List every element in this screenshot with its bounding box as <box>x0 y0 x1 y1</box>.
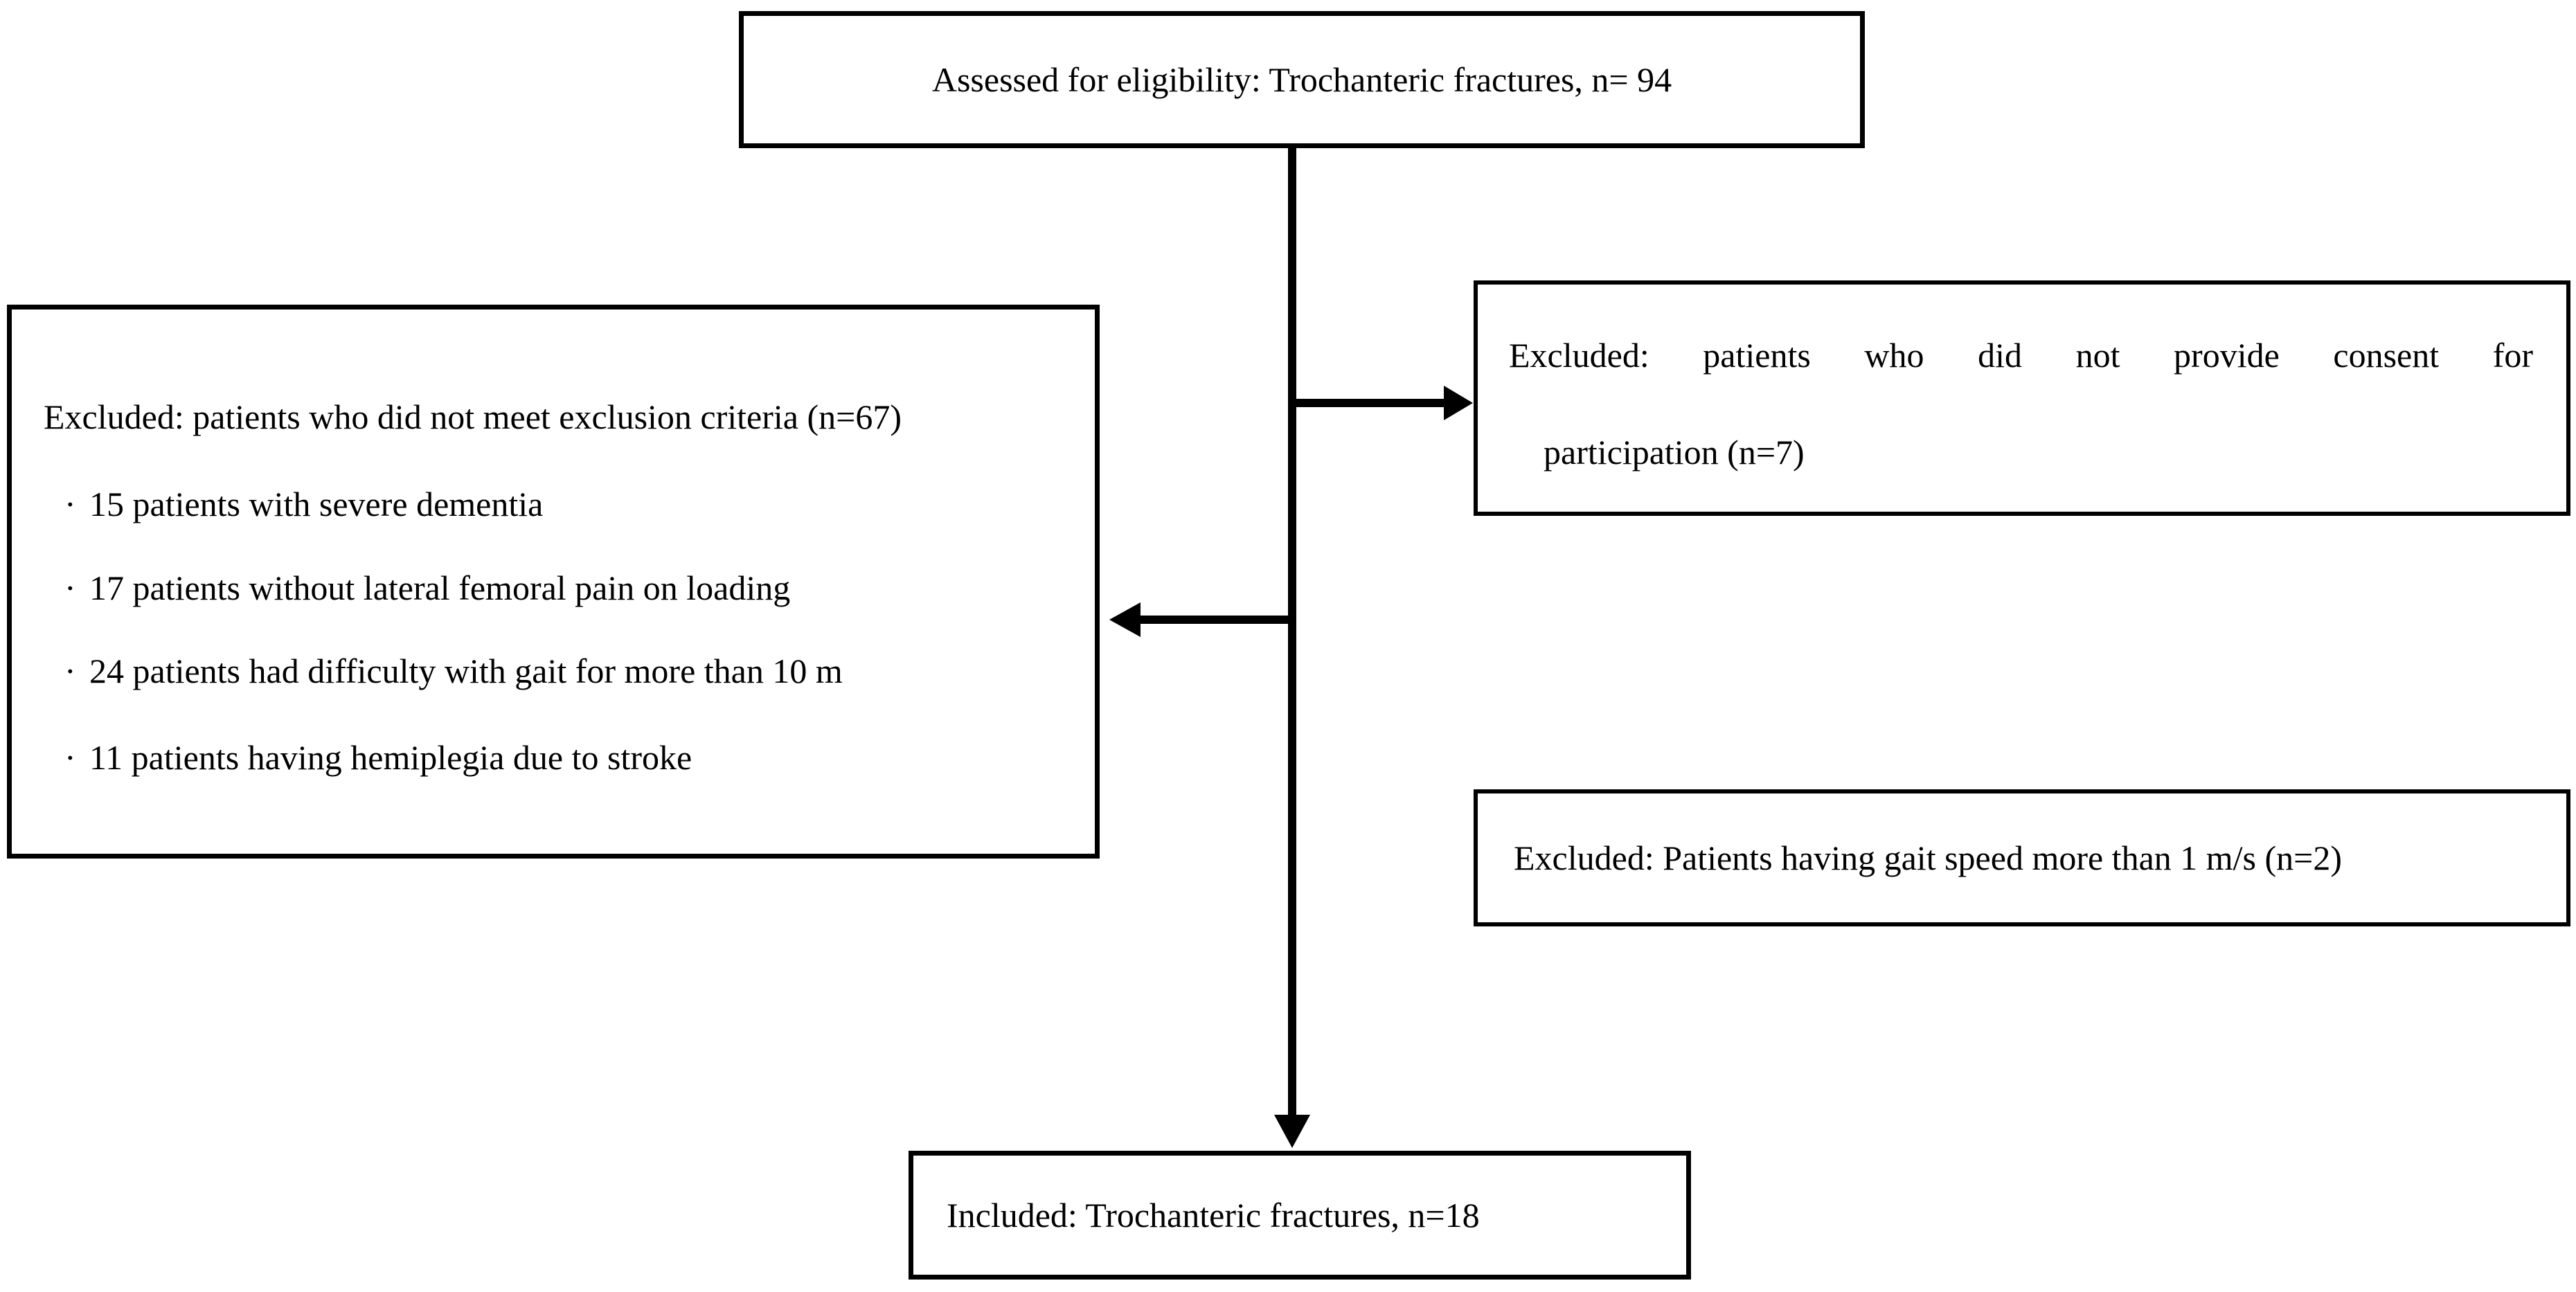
excluded-criteria-item-text: 17 patients without lateral femoral pain… <box>89 568 791 607</box>
connector-left-line <box>1139 616 1296 624</box>
excluded-consent-box: Excluded: patients who did not provide c… <box>1474 280 2570 516</box>
bullet-dot-icon: · <box>64 568 76 607</box>
arrowhead-down-icon <box>1274 1115 1310 1148</box>
excluded-gait-speed-box: Excluded: Patients having gait speed mor… <box>1474 789 2570 926</box>
excluded-criteria-item: · 24 patients had difficulty with gait fo… <box>64 652 843 690</box>
bullet-dot-icon: · <box>64 485 76 523</box>
excluded-criteria-item-text: 15 patients with severe dementia <box>89 485 544 523</box>
arrowhead-left-icon <box>1109 602 1141 637</box>
excluded-criteria-item-text: 24 patients had difficulty with gait for… <box>89 652 843 690</box>
arrowhead-right-icon <box>1444 386 1473 420</box>
excluded-criteria-item-text: 11 patients having hemiplegia due to str… <box>89 738 692 777</box>
excluded-criteria-box: Excluded: patients who did not meet excl… <box>7 305 1100 859</box>
excluded-criteria-item: · 15 patients with severe dementia <box>64 485 543 523</box>
connector-vertical-line <box>1288 145 1296 1116</box>
assessed-eligibility-box: Assessed for eligibility: Trochanteric f… <box>739 11 1865 148</box>
connector-right-line <box>1292 399 1446 407</box>
bullet-dot-icon: · <box>64 652 76 690</box>
bullet-dot-icon: · <box>64 738 76 777</box>
excluded-gait-speed-text: Excluded: Patients having gait speed mor… <box>1514 838 2342 877</box>
assessed-eligibility-text: Assessed for eligibility: Trochanteric f… <box>931 60 1672 99</box>
included-text: Included: Trochanteric fractures, n=18 <box>947 1195 1480 1235</box>
excluded-criteria-item: · 11 patients having hemiplegia due to st… <box>64 739 692 777</box>
included-box: Included: Trochanteric fractures, n=18 <box>909 1151 1691 1280</box>
excluded-criteria-title: Excluded: patients who did not meet excl… <box>44 397 902 436</box>
excluded-consent-line2: participation (n=7) <box>1544 433 1805 472</box>
excluded-criteria-item: · 17 patients without lateral femoral pai… <box>64 569 790 607</box>
excluded-consent-line1: Excluded: patients who did not provide c… <box>1509 336 2533 375</box>
